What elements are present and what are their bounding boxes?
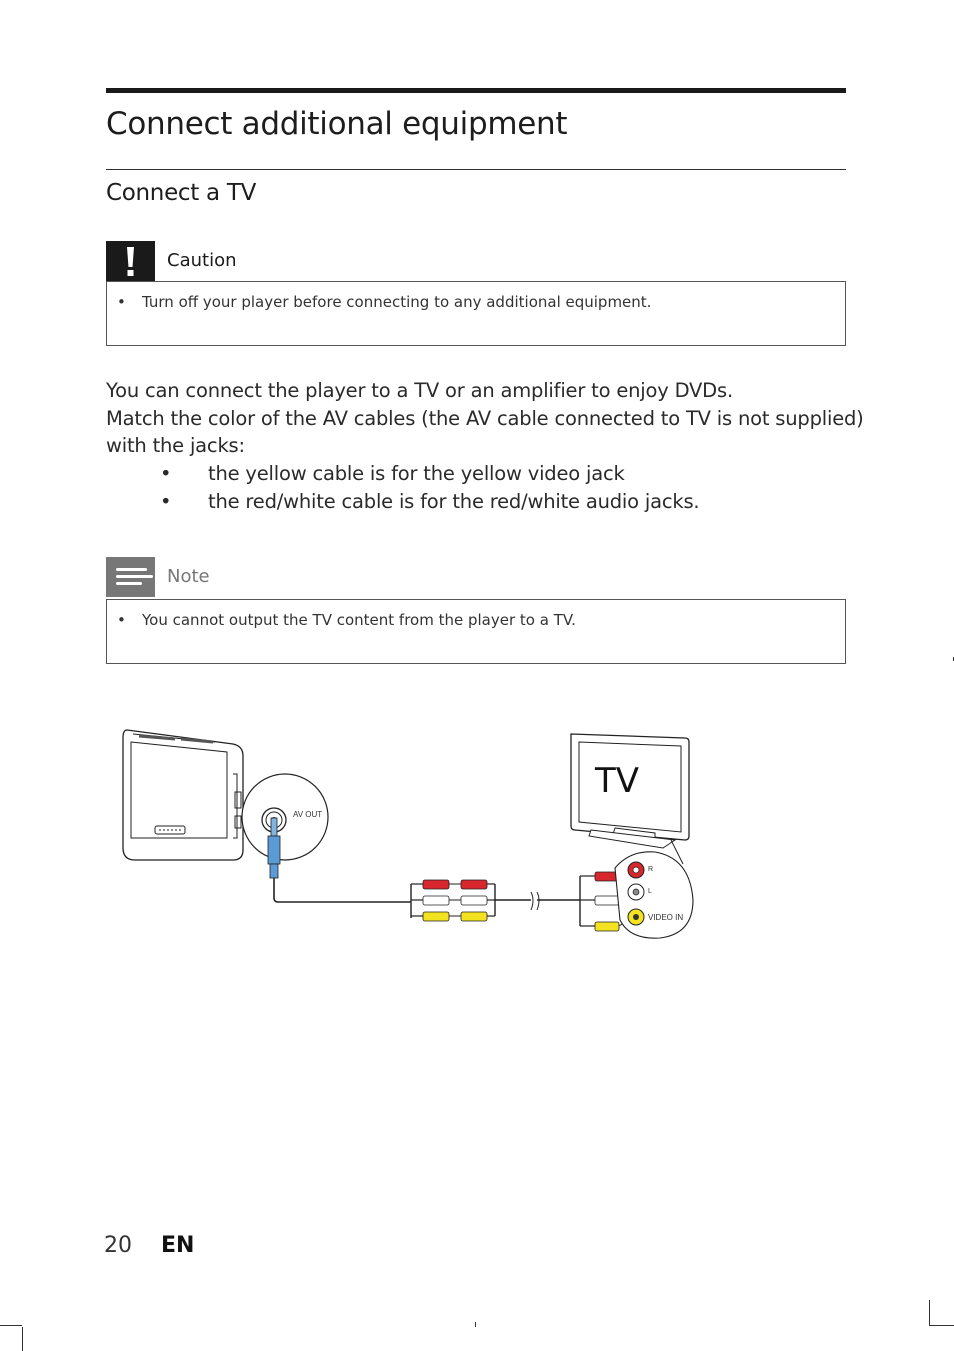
crop-mark bbox=[0, 1325, 22, 1326]
av-out-label: AV OUT bbox=[293, 810, 322, 819]
page-title: Connect additional equipment bbox=[106, 106, 568, 142]
title-divider bbox=[106, 169, 846, 170]
body-bullet: • the yellow cable is for the yellow vide… bbox=[160, 462, 625, 485]
video-in-label: VIDEO IN bbox=[648, 913, 683, 922]
note-item: • You cannot output the TV content from t… bbox=[117, 611, 576, 629]
note-tab bbox=[106, 557, 155, 597]
language-code: EN bbox=[161, 1233, 195, 1258]
section-heading: Connect a TV bbox=[106, 180, 256, 206]
tv-set: TV bbox=[570, 733, 690, 849]
jack-r-label: R bbox=[648, 866, 653, 873]
av-plug bbox=[267, 817, 281, 879]
caution-box bbox=[106, 281, 846, 346]
body-line: Match the color of the AV cables (the AV… bbox=[106, 407, 864, 430]
body-bullet: • the red/white cable is for the red/whit… bbox=[160, 490, 700, 513]
crop-mark bbox=[22, 1327, 23, 1351]
body-line: with the jacks: bbox=[106, 434, 245, 457]
page-number: 20 bbox=[104, 1233, 132, 1258]
exclamation-icon bbox=[127, 247, 134, 276]
body-bullet-text: the red/white cable is for the red/white… bbox=[208, 490, 700, 513]
tv-label: TV bbox=[594, 761, 639, 801]
note-title: Note bbox=[167, 566, 210, 587]
jack-l-label: L bbox=[648, 888, 652, 895]
rca-splitter-left bbox=[410, 879, 496, 922]
note-lines-icon bbox=[116, 568, 153, 585]
bullet: • bbox=[117, 293, 126, 311]
caution-item-text: Turn off your player before connecting t… bbox=[142, 293, 652, 311]
crop-mark bbox=[929, 1300, 930, 1325]
top-rule bbox=[106, 88, 846, 93]
crop-mark bbox=[929, 1325, 954, 1326]
caution-item: • Turn off your player before connecting … bbox=[117, 293, 651, 311]
note-item-text: You cannot output the TV content from th… bbox=[142, 611, 576, 629]
body-line: You can connect the player to a TV or an… bbox=[106, 379, 733, 402]
bullet: • bbox=[117, 611, 126, 629]
connection-diagram: AV OUT bbox=[115, 720, 715, 954]
note-box bbox=[106, 599, 846, 664]
bullet: • bbox=[160, 462, 172, 485]
dvd-player bbox=[122, 729, 244, 861]
crop-mark bbox=[475, 1322, 476, 1327]
caution-title: Caution bbox=[167, 250, 237, 271]
caution-tab bbox=[106, 241, 155, 281]
body-bullet-text: the yellow cable is for the yellow video… bbox=[208, 462, 625, 485]
bullet: • bbox=[160, 490, 172, 513]
tv-jack-callout bbox=[614, 851, 694, 939]
